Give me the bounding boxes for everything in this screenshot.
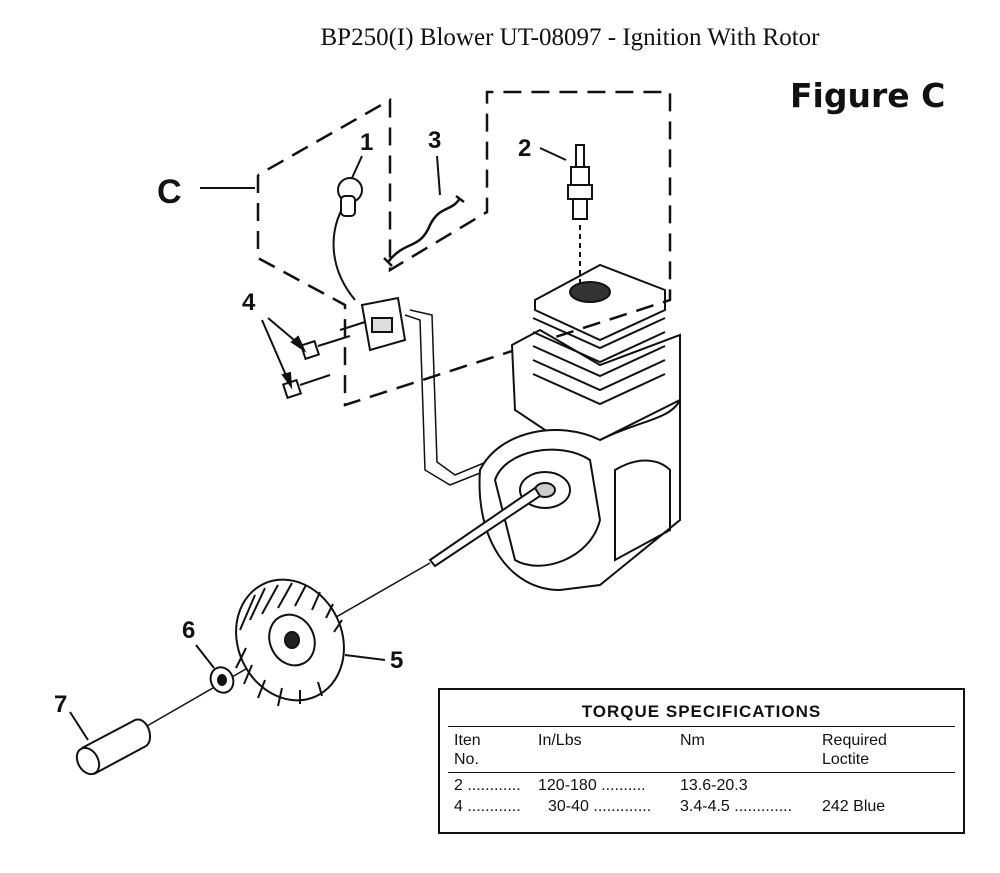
flywheel-leader-line	[344, 654, 386, 661]
dashed-group-outline	[256, 90, 672, 407]
sleeve-leader-line	[69, 711, 89, 741]
diagram-title: BP250(I) Blower UT-08097 - Ignition With…	[320, 24, 820, 51]
flywheel-rotor	[235, 578, 345, 707]
header-nm: Nm	[680, 732, 705, 749]
callout-2-leader	[539, 147, 567, 161]
mounting-screws	[281, 335, 351, 400]
callout-3-leader	[436, 155, 441, 196]
table-divider	[448, 726, 955, 727]
sleeve-nut	[75, 718, 151, 776]
callout-c: C	[157, 173, 182, 211]
row-4-nm: 3.4-4.5 .............	[680, 798, 793, 815]
header-item-line2: No.	[454, 751, 479, 768]
header-item-line1: Iten	[454, 732, 481, 749]
row-2-inlbs: 120-180 ..........	[538, 777, 646, 794]
callout-6: 6	[182, 617, 195, 644]
row-4-loctite: 242 Blue	[822, 798, 886, 815]
spark-plug	[567, 144, 593, 290]
engine-block	[478, 263, 681, 592]
callout-5: 5	[390, 647, 403, 674]
header-loctite-line1: Required	[822, 732, 887, 749]
ground-wire	[383, 195, 465, 267]
washer	[209, 666, 235, 694]
callout-7: 7	[54, 691, 67, 718]
torque-table-title: TORQUE SPECIFICATIONS	[581, 702, 822, 721]
callout-2: 2	[518, 135, 531, 162]
screw-leader-lines	[261, 317, 307, 390]
header-loctite-line2: Loctite	[822, 751, 870, 768]
row-2-item: 2 ............	[454, 777, 521, 794]
ignition-wire-route	[404, 309, 526, 486]
crankshaft	[428, 486, 542, 568]
callout-1-leader	[351, 155, 363, 179]
callout-4: 4	[242, 289, 256, 316]
torque-specifications-table: TORQUE SPECIFICATIONS Iten No. In/Lbs Nm…	[438, 688, 965, 834]
washer-leader-line	[195, 644, 215, 669]
row-2-nm: 13.6-20.3	[680, 777, 748, 794]
callout-3: 3	[428, 127, 441, 154]
figure-label: Figure C	[790, 76, 946, 115]
callout-1: 1	[360, 129, 373, 156]
ignition-module	[332, 177, 407, 352]
table-divider	[448, 772, 955, 773]
row-4-item: 4 ............	[454, 798, 521, 815]
row-4-inlbs: 30-40 .............	[548, 798, 652, 815]
header-inlbs: In/Lbs	[538, 732, 582, 749]
